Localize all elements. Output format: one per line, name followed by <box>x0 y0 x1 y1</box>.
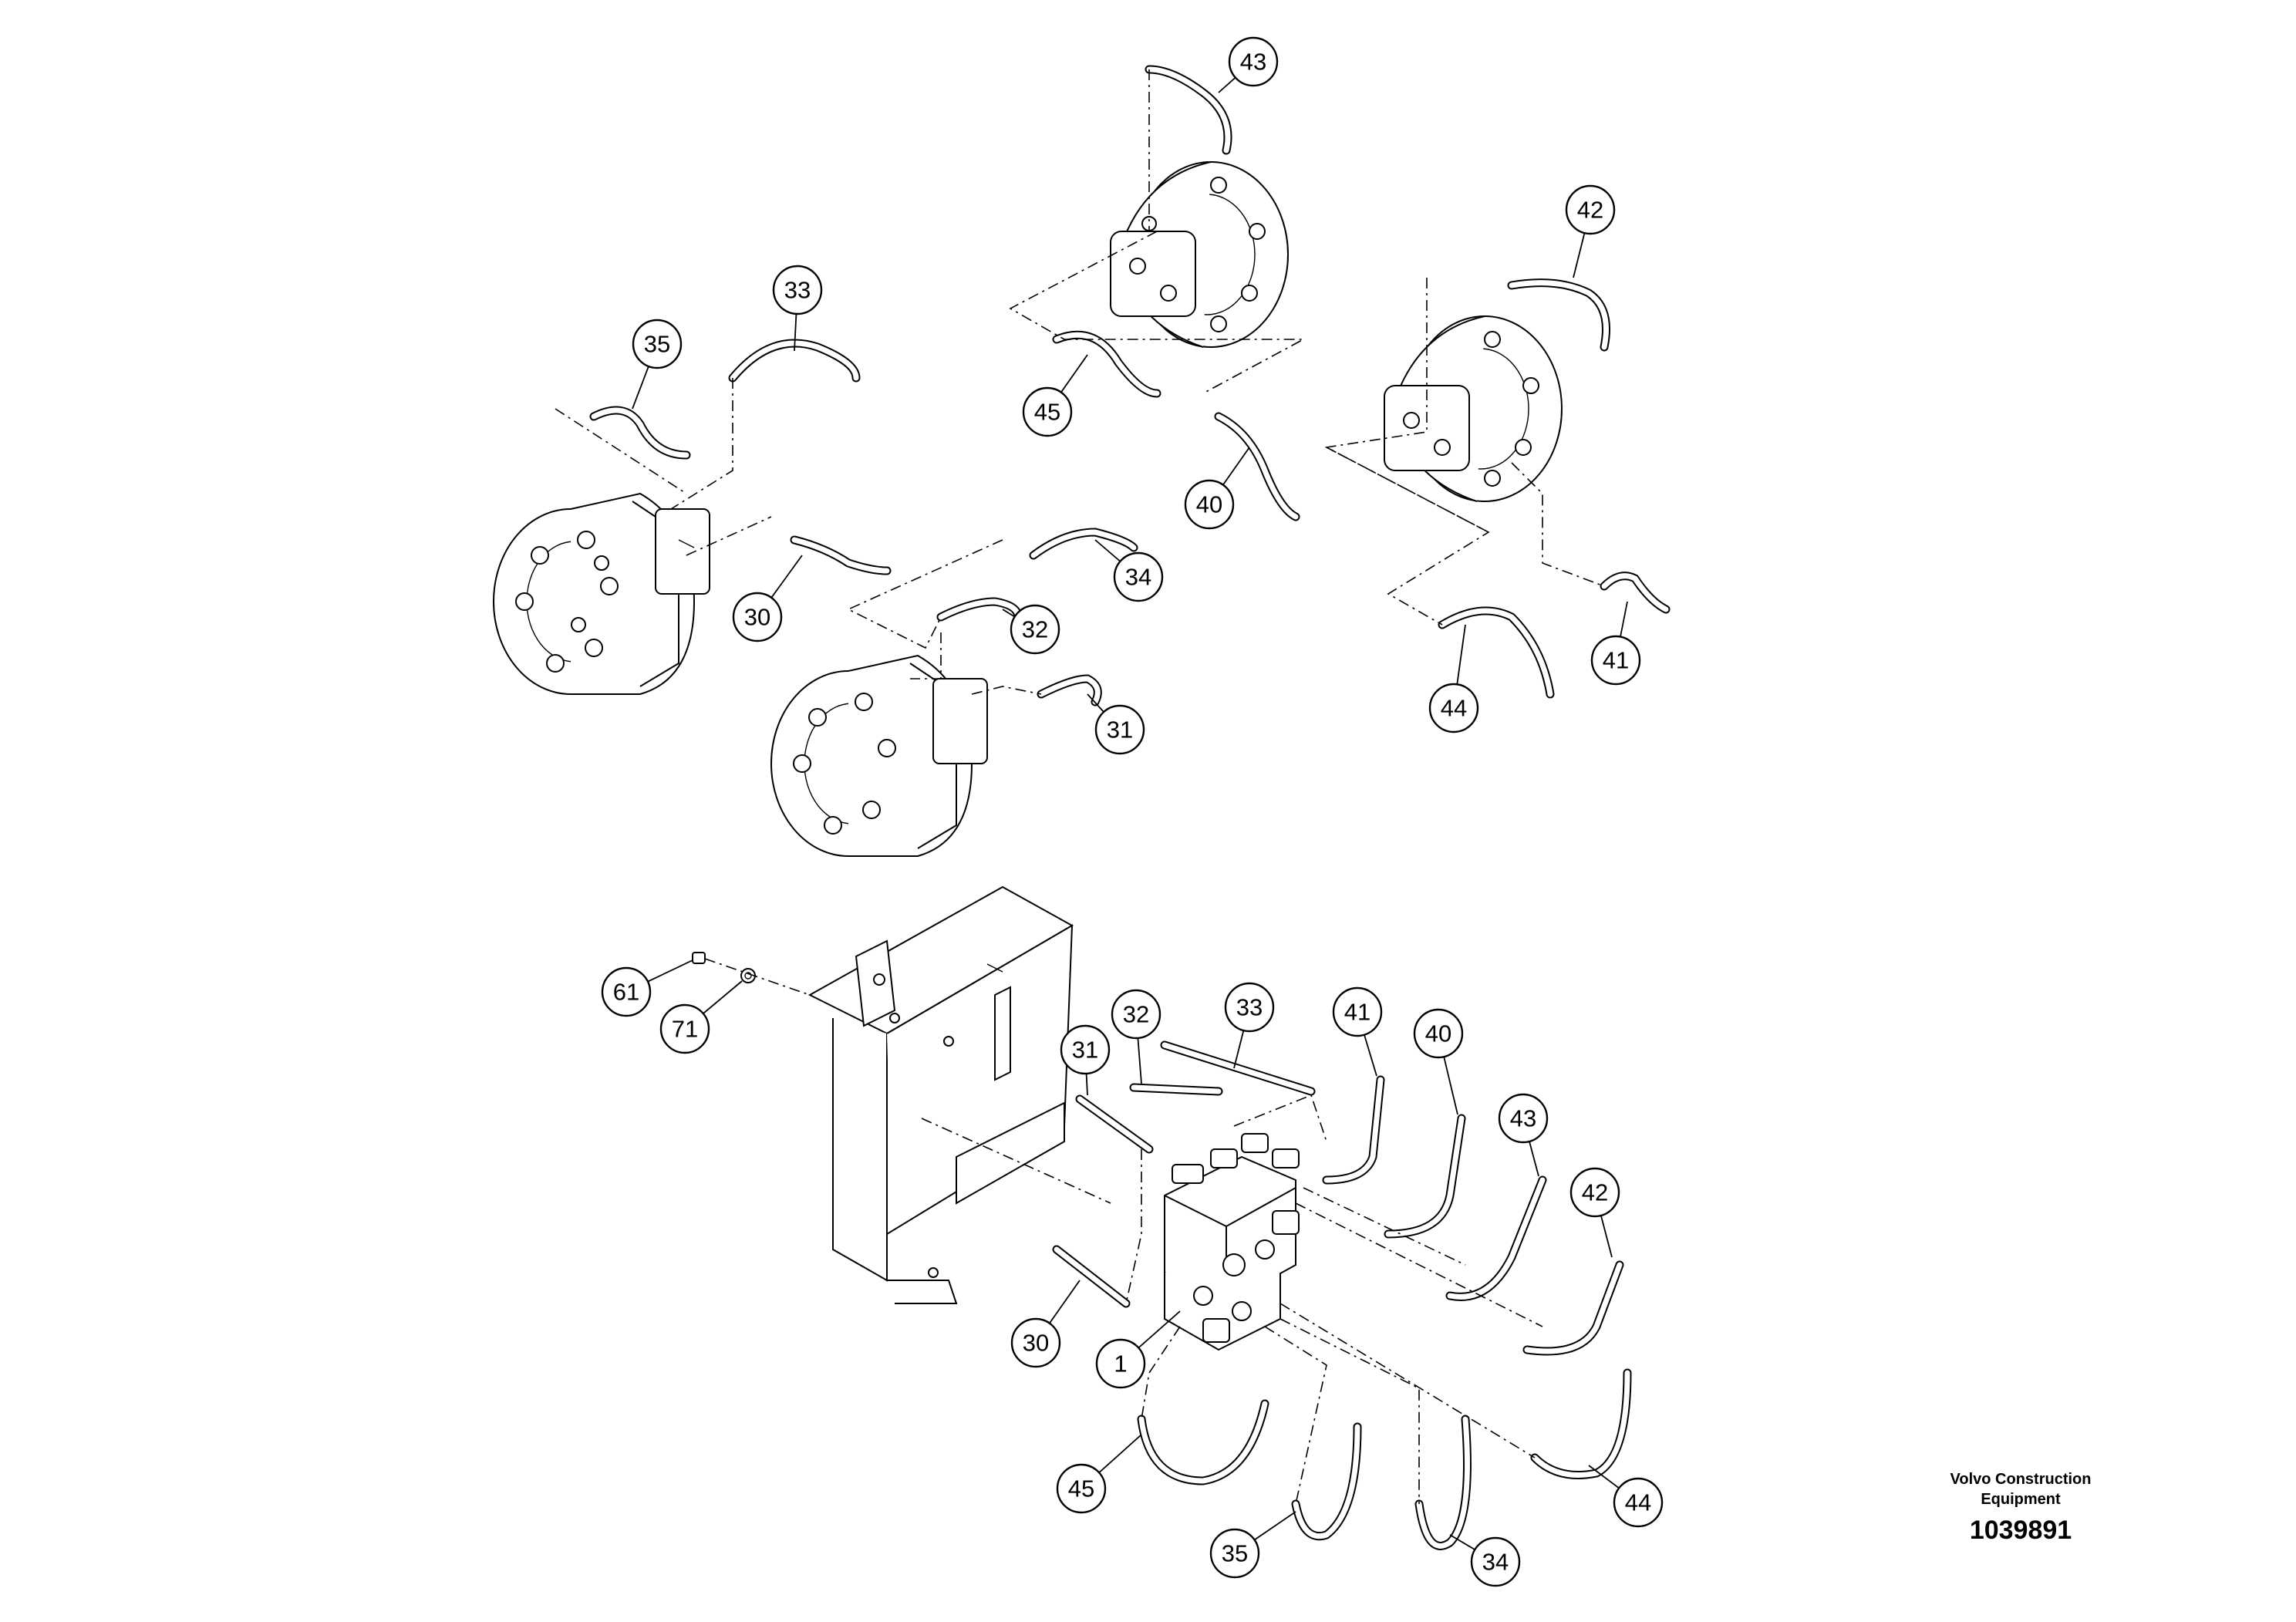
svg-text:41: 41 <box>1603 647 1629 674</box>
callout-45-bottom[interactable]: 45 <box>1056 1463 1107 1514</box>
mounting-bracket <box>807 885 1111 1304</box>
travel-motor-top <box>1110 161 1289 348</box>
callout-34-top[interactable]: 34 <box>1113 551 1164 602</box>
brand-label: Volvo Construction Equipment <box>1905 1469 2136 1509</box>
callout-30-bottom[interactable]: 30 <box>1010 1317 1061 1368</box>
routing-lines-lower <box>1125 1094 1543 1505</box>
travel-motor-center <box>770 654 988 857</box>
callout-45-top[interactable]: 45 <box>1022 386 1073 437</box>
callout-32-top[interactable]: 32 <box>1010 604 1060 655</box>
svg-text:61: 61 <box>613 979 639 1006</box>
callout-43-top[interactable]: 43 <box>1228 36 1279 87</box>
callout-41-bottom[interactable]: 41 <box>1332 986 1383 1037</box>
svg-text:30: 30 <box>1023 1330 1049 1357</box>
svg-text:42: 42 <box>1577 197 1603 224</box>
svg-text:42: 42 <box>1582 1179 1608 1206</box>
callout-33-bottom[interactable]: 33 <box>1224 982 1275 1033</box>
callout-61[interactable]: 61 <box>601 966 652 1017</box>
svg-text:40: 40 <box>1425 1020 1451 1047</box>
hoses-upper <box>589 65 1671 706</box>
svg-text:32: 32 <box>1123 1001 1149 1028</box>
svg-text:43: 43 <box>1510 1105 1536 1132</box>
svg-text:41: 41 <box>1344 999 1371 1026</box>
callout-41-top[interactable]: 41 <box>1590 635 1641 686</box>
hoses-lower <box>1052 1040 1632 1550</box>
callout-32-bottom[interactable]: 32 <box>1111 989 1161 1040</box>
callout-33-top[interactable]: 33 <box>772 265 823 315</box>
callouts: 43 42 33 35 45 40 34 32 30 31 41 44 <box>601 36 1664 1587</box>
svg-text:45: 45 <box>1034 399 1060 426</box>
routing-lines-upper <box>555 69 1605 695</box>
callout-34-bottom[interactable]: 34 <box>1470 1536 1521 1587</box>
callout-42-bottom[interactable]: 42 <box>1569 1167 1620 1218</box>
callout-40-top[interactable]: 40 <box>1184 479 1235 530</box>
svg-text:45: 45 <box>1068 1475 1094 1502</box>
svg-text:44: 44 <box>1441 695 1467 722</box>
svg-text:32: 32 <box>1022 616 1048 643</box>
control-valve-assembly <box>1164 1133 1300 1351</box>
svg-text:35: 35 <box>644 331 670 358</box>
callout-31-top[interactable]: 31 <box>1094 704 1145 755</box>
svg-text:44: 44 <box>1625 1489 1651 1516</box>
svg-text:33: 33 <box>1236 994 1263 1021</box>
travel-motor-right <box>1384 315 1563 502</box>
brand-line-1: Volvo Construction <box>1950 1471 2092 1488</box>
callout-1[interactable]: 1 <box>1095 1338 1146 1389</box>
callout-31-bottom[interactable]: 31 <box>1060 1024 1111 1075</box>
svg-text:1: 1 <box>1114 1351 1127 1378</box>
callout-44-bottom[interactable]: 44 <box>1613 1477 1664 1528</box>
svg-text:34: 34 <box>1125 564 1151 591</box>
nut-and-washer <box>692 952 811 996</box>
drawing-number: 1039891 <box>1969 1516 2072 1545</box>
svg-text:31: 31 <box>1107 717 1133 744</box>
callout-44-top[interactable]: 44 <box>1428 683 1479 733</box>
svg-text:35: 35 <box>1222 1540 1248 1567</box>
svg-text:43: 43 <box>1240 49 1266 76</box>
callout-42-top[interactable]: 42 <box>1565 184 1616 235</box>
travel-motor-left <box>493 492 710 695</box>
callout-35-top[interactable]: 35 <box>632 319 683 369</box>
callout-40-bottom[interactable]: 40 <box>1413 1008 1464 1059</box>
svg-text:30: 30 <box>744 604 770 631</box>
callout-71[interactable]: 71 <box>659 1003 710 1054</box>
brand-line-2: Equipment <box>1981 1491 2061 1508</box>
callout-43-bottom[interactable]: 43 <box>1498 1093 1549 1144</box>
callout-35-bottom[interactable]: 35 <box>1209 1528 1260 1579</box>
svg-text:71: 71 <box>672 1016 698 1043</box>
callout-30-top[interactable]: 30 <box>732 592 783 642</box>
svg-text:34: 34 <box>1482 1549 1509 1576</box>
svg-text:31: 31 <box>1072 1037 1098 1064</box>
svg-text:33: 33 <box>784 277 811 304</box>
svg-text:40: 40 <box>1196 491 1222 518</box>
